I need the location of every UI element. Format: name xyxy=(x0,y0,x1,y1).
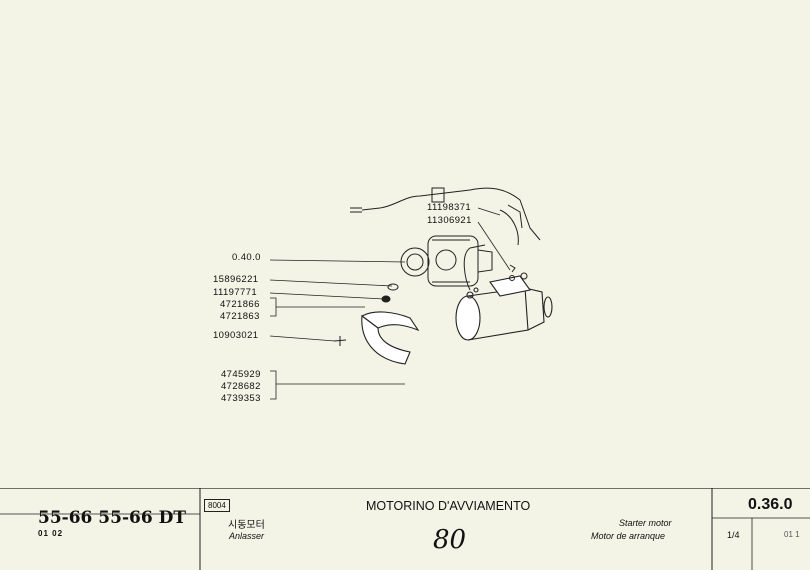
part-number-4745929: 4745929 xyxy=(221,369,261,380)
part-number-11306921: 11306921 xyxy=(427,215,472,226)
small-parts xyxy=(333,264,528,346)
alternator-drawing xyxy=(400,235,493,287)
part-number-0400: 0.40.0 xyxy=(232,252,261,263)
part-number-4728682: 4728682 xyxy=(221,381,261,392)
model-code: 01 02 xyxy=(38,529,64,538)
title-block: 55-66 55-66 DT 01 02 8004 MOTORINO D'AVV… xyxy=(0,488,810,570)
bracket-drawing xyxy=(360,311,420,365)
title-spanish: Motor de arranque xyxy=(591,531,666,541)
title-german: Anlasser xyxy=(229,531,265,541)
handwritten-number: 80 xyxy=(433,525,467,555)
part-number-11197771: 11197771 xyxy=(213,287,258,298)
wiring-harness xyxy=(350,187,541,291)
part-number-15896221: 15896221 xyxy=(213,274,259,285)
page-number: 1/4 xyxy=(727,530,740,540)
box-code: 8004 xyxy=(204,499,230,512)
revision-code: 01 1 xyxy=(784,530,800,539)
part-number-4721866: 4721866 xyxy=(220,299,260,310)
title-block-lines xyxy=(0,488,810,570)
part-number-4721863: 4721863 xyxy=(220,311,260,322)
model-number: 55-66 55-66 DT xyxy=(38,508,186,528)
title-korean: 시동모터 xyxy=(228,520,265,531)
section-number: 0.36.0 xyxy=(748,496,793,513)
part-number-4739353: 4739353 xyxy=(221,393,261,404)
section-title: MOTORINO D'AVVIAMENTO xyxy=(366,499,531,513)
leader-lines xyxy=(269,207,511,400)
title-english: Starter motor xyxy=(619,518,672,528)
starter-motor-drawing xyxy=(455,275,553,341)
part-number-10903021: 10903021 xyxy=(213,330,259,341)
part-number-11198371: 11198371 xyxy=(427,202,472,213)
